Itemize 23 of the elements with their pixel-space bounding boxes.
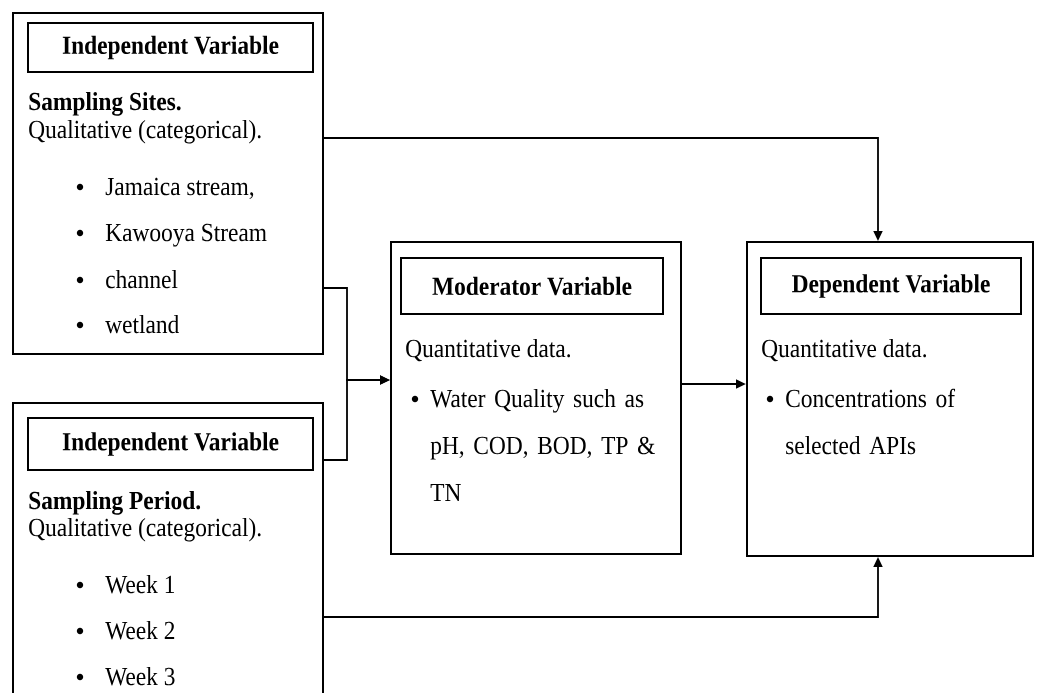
list-item-text: Kawooya Stream [105, 223, 267, 247]
list-item-text: Jamaica stream, [105, 177, 254, 199]
description-text: Quantitative data. [762, 338, 927, 362]
heading-box: Moderator Variable [400, 257, 664, 315]
description-text: Qualitative (categorical). [29, 517, 261, 542]
list-item-text: Concentrations of selected APIs [786, 388, 956, 455]
list-item-text: channel [106, 269, 178, 289]
variable-box [746, 241, 1034, 557]
heading-box: Dependent Variable [760, 257, 1022, 315]
list-item-text: Week 2 [105, 620, 175, 640]
variable-box [12, 402, 324, 693]
subheading-text: Sampling Period. [29, 490, 201, 515]
list-item-text: Week 3 [105, 666, 175, 686]
list-item-text: Week 1 [105, 574, 174, 594]
heading-box: Independent Variable [27, 22, 314, 73]
heading-box: Independent Variable [27, 417, 314, 471]
list-item-text: wetland [105, 314, 179, 334]
variable-box [12, 12, 324, 355]
variable-box [390, 241, 682, 555]
list-item-text: Water Quality such as pH, COD, BOD, TP & TN [430, 388, 655, 501]
description-text: Qualitative (categorical). [29, 119, 261, 144]
description-text: Quantitative data. [406, 338, 571, 362]
subheading-text: Sampling Sites. [29, 91, 181, 116]
